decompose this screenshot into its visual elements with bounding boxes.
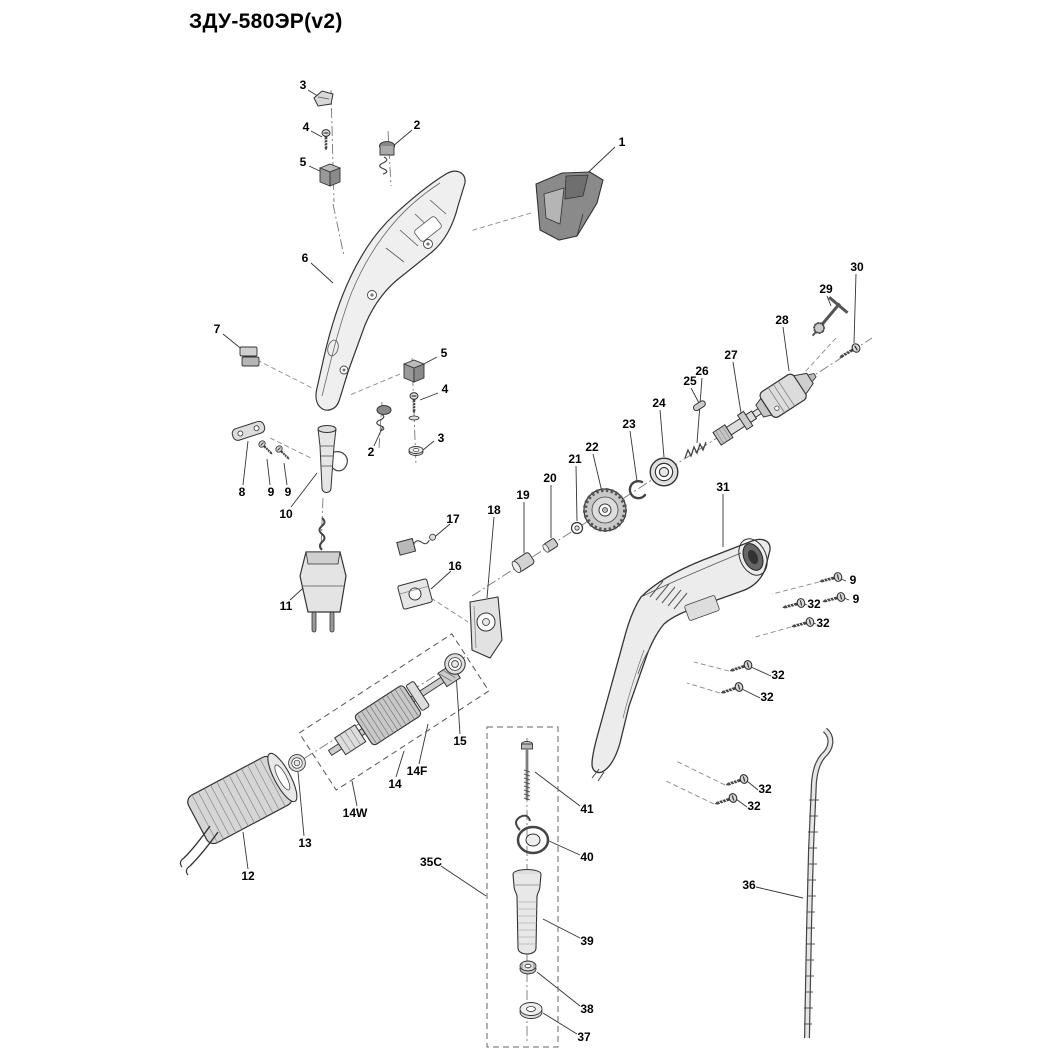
part-spring bbox=[684, 441, 707, 459]
part-depth-gauge-rod bbox=[804, 727, 834, 1039]
part-armature bbox=[298, 633, 490, 791]
part-clamp-screws bbox=[256, 438, 294, 464]
part-bearing-15 bbox=[444, 653, 466, 675]
part-gear bbox=[583, 488, 627, 532]
part-bearing-24 bbox=[649, 457, 679, 487]
part-housing-screws bbox=[711, 570, 848, 810]
part-spindle bbox=[712, 402, 770, 446]
part-terminal-block bbox=[239, 346, 260, 367]
part-screw-top bbox=[320, 128, 332, 152]
part-ring-right bbox=[408, 446, 424, 456]
part-power-plug bbox=[299, 517, 347, 633]
part-washer-13 bbox=[288, 754, 306, 772]
part-side-handle-grip bbox=[512, 869, 542, 955]
part-carbon-brush bbox=[396, 533, 436, 556]
side-handle-group-box bbox=[486, 726, 559, 1048]
part-handle-bolt bbox=[521, 741, 533, 801]
part-screw-right bbox=[408, 391, 420, 421]
part-baffle bbox=[469, 596, 503, 659]
part-cap-top bbox=[313, 90, 334, 107]
part-cord-guard bbox=[317, 425, 348, 493]
diagram-title: ЗДУ-580ЭР(v2) bbox=[189, 10, 343, 33]
part-brush-cap bbox=[511, 552, 535, 573]
relation-dashed-lines bbox=[256, 212, 837, 805]
part-lock-button-top bbox=[379, 141, 395, 175]
part-sleeve-20 bbox=[542, 538, 559, 553]
part-brush-holder bbox=[397, 578, 433, 610]
part-handle-nut bbox=[519, 960, 537, 975]
part-washer-21 bbox=[570, 521, 584, 535]
part-stator bbox=[179, 752, 298, 876]
part-housing-left bbox=[315, 170, 466, 411]
part-housing-right bbox=[591, 538, 771, 782]
part-handle-washer bbox=[519, 1002, 543, 1019]
part-block-top bbox=[318, 163, 342, 187]
part-cord-clamp bbox=[231, 420, 266, 441]
part-lock-button-right bbox=[376, 405, 392, 432]
part-key bbox=[692, 400, 706, 412]
part-block-right bbox=[402, 359, 426, 383]
part-handle-clamp bbox=[515, 814, 550, 855]
part-chuck-key bbox=[811, 296, 849, 337]
leader-lines bbox=[222, 89, 857, 1035]
part-chuck bbox=[755, 372, 817, 418]
part-switch bbox=[535, 171, 604, 241]
part-circlip bbox=[628, 480, 647, 500]
